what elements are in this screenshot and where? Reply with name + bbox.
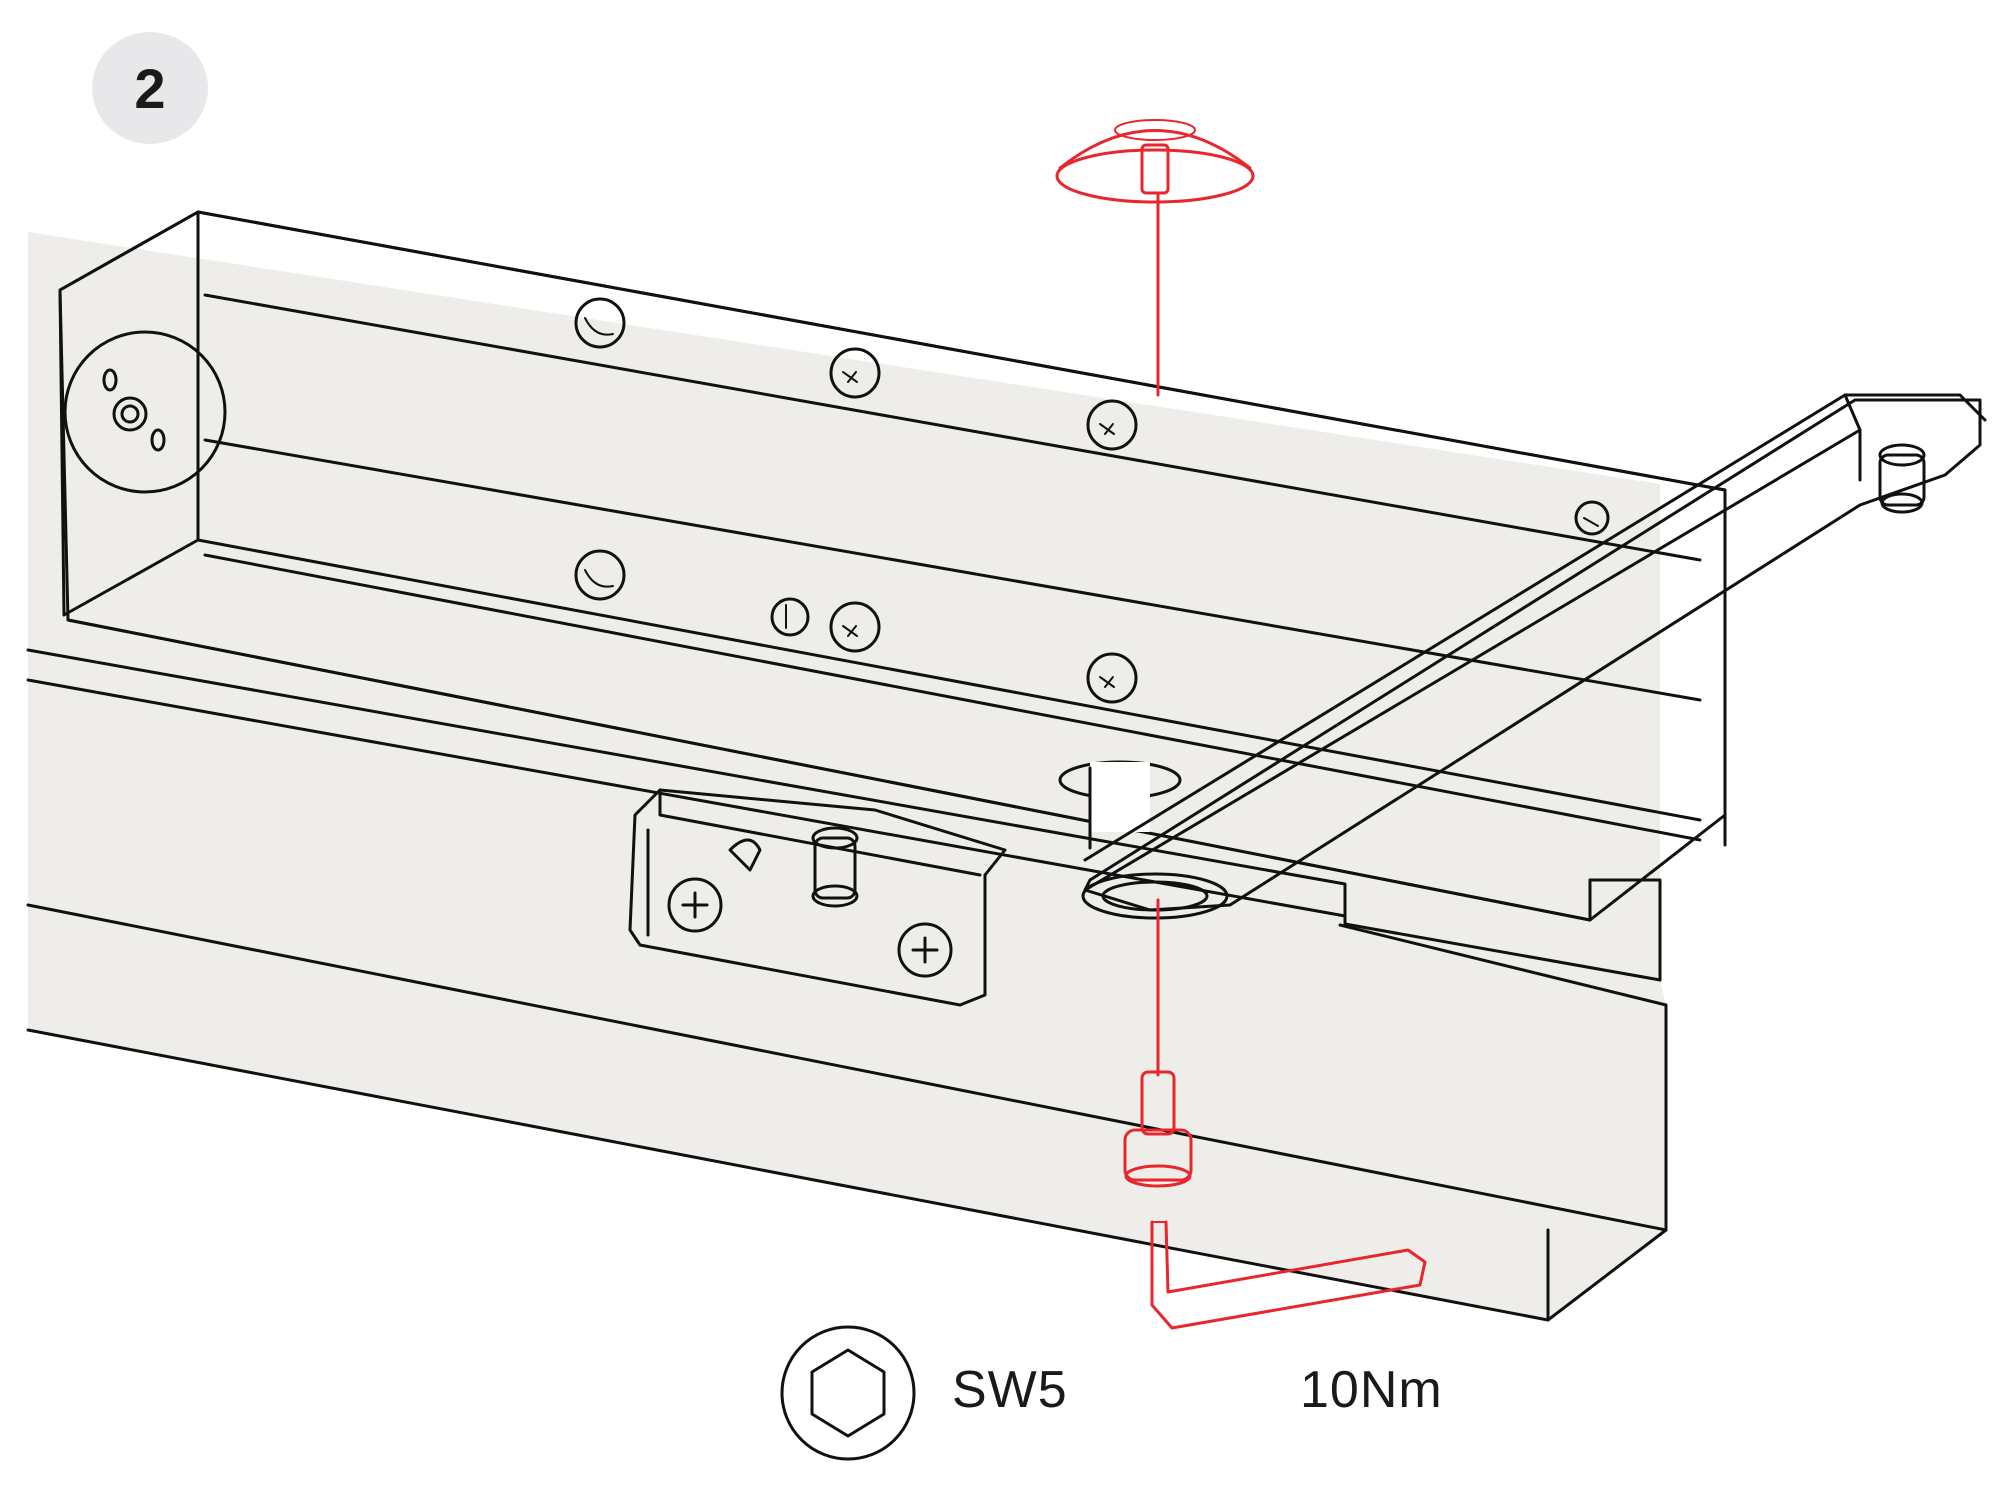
arm-stud [1878, 453, 1926, 507]
cover-cap-icon [1055, 119, 1255, 397]
arm-bore [1081, 872, 1229, 920]
closer-arm [1058, 393, 1987, 920]
adjustment-hole [770, 597, 810, 637]
tool-size-label: SW5 [952, 1361, 1068, 1419]
mounting-bracket [628, 788, 1007, 1007]
end-cap-disc [63, 330, 227, 494]
adjustment-hole [1574, 500, 1610, 536]
step-number: 2 [134, 56, 166, 120]
door-closer-body [58, 210, 1727, 922]
adjustment-hole [829, 347, 881, 399]
adjustment-hole [574, 549, 626, 601]
bracket-stud [813, 836, 857, 900]
step-badge: 2 [92, 32, 208, 144]
torque-label: 10Nm [1300, 1361, 1443, 1419]
adjustment-holes [574, 297, 1610, 704]
adjustment-hole [829, 601, 881, 653]
adjustment-hole [1086, 399, 1138, 451]
bracket-screw-right [897, 922, 953, 978]
socket-head-screw-icon [1123, 898, 1193, 1188]
adjustment-hole [574, 297, 626, 349]
door-frame [26, 232, 1668, 1322]
bracket-screw-left [667, 877, 723, 933]
hexagon-socket-icon [780, 1325, 916, 1461]
adjustment-hole [1086, 652, 1138, 704]
hex-key-icon [1150, 1220, 1427, 1330]
